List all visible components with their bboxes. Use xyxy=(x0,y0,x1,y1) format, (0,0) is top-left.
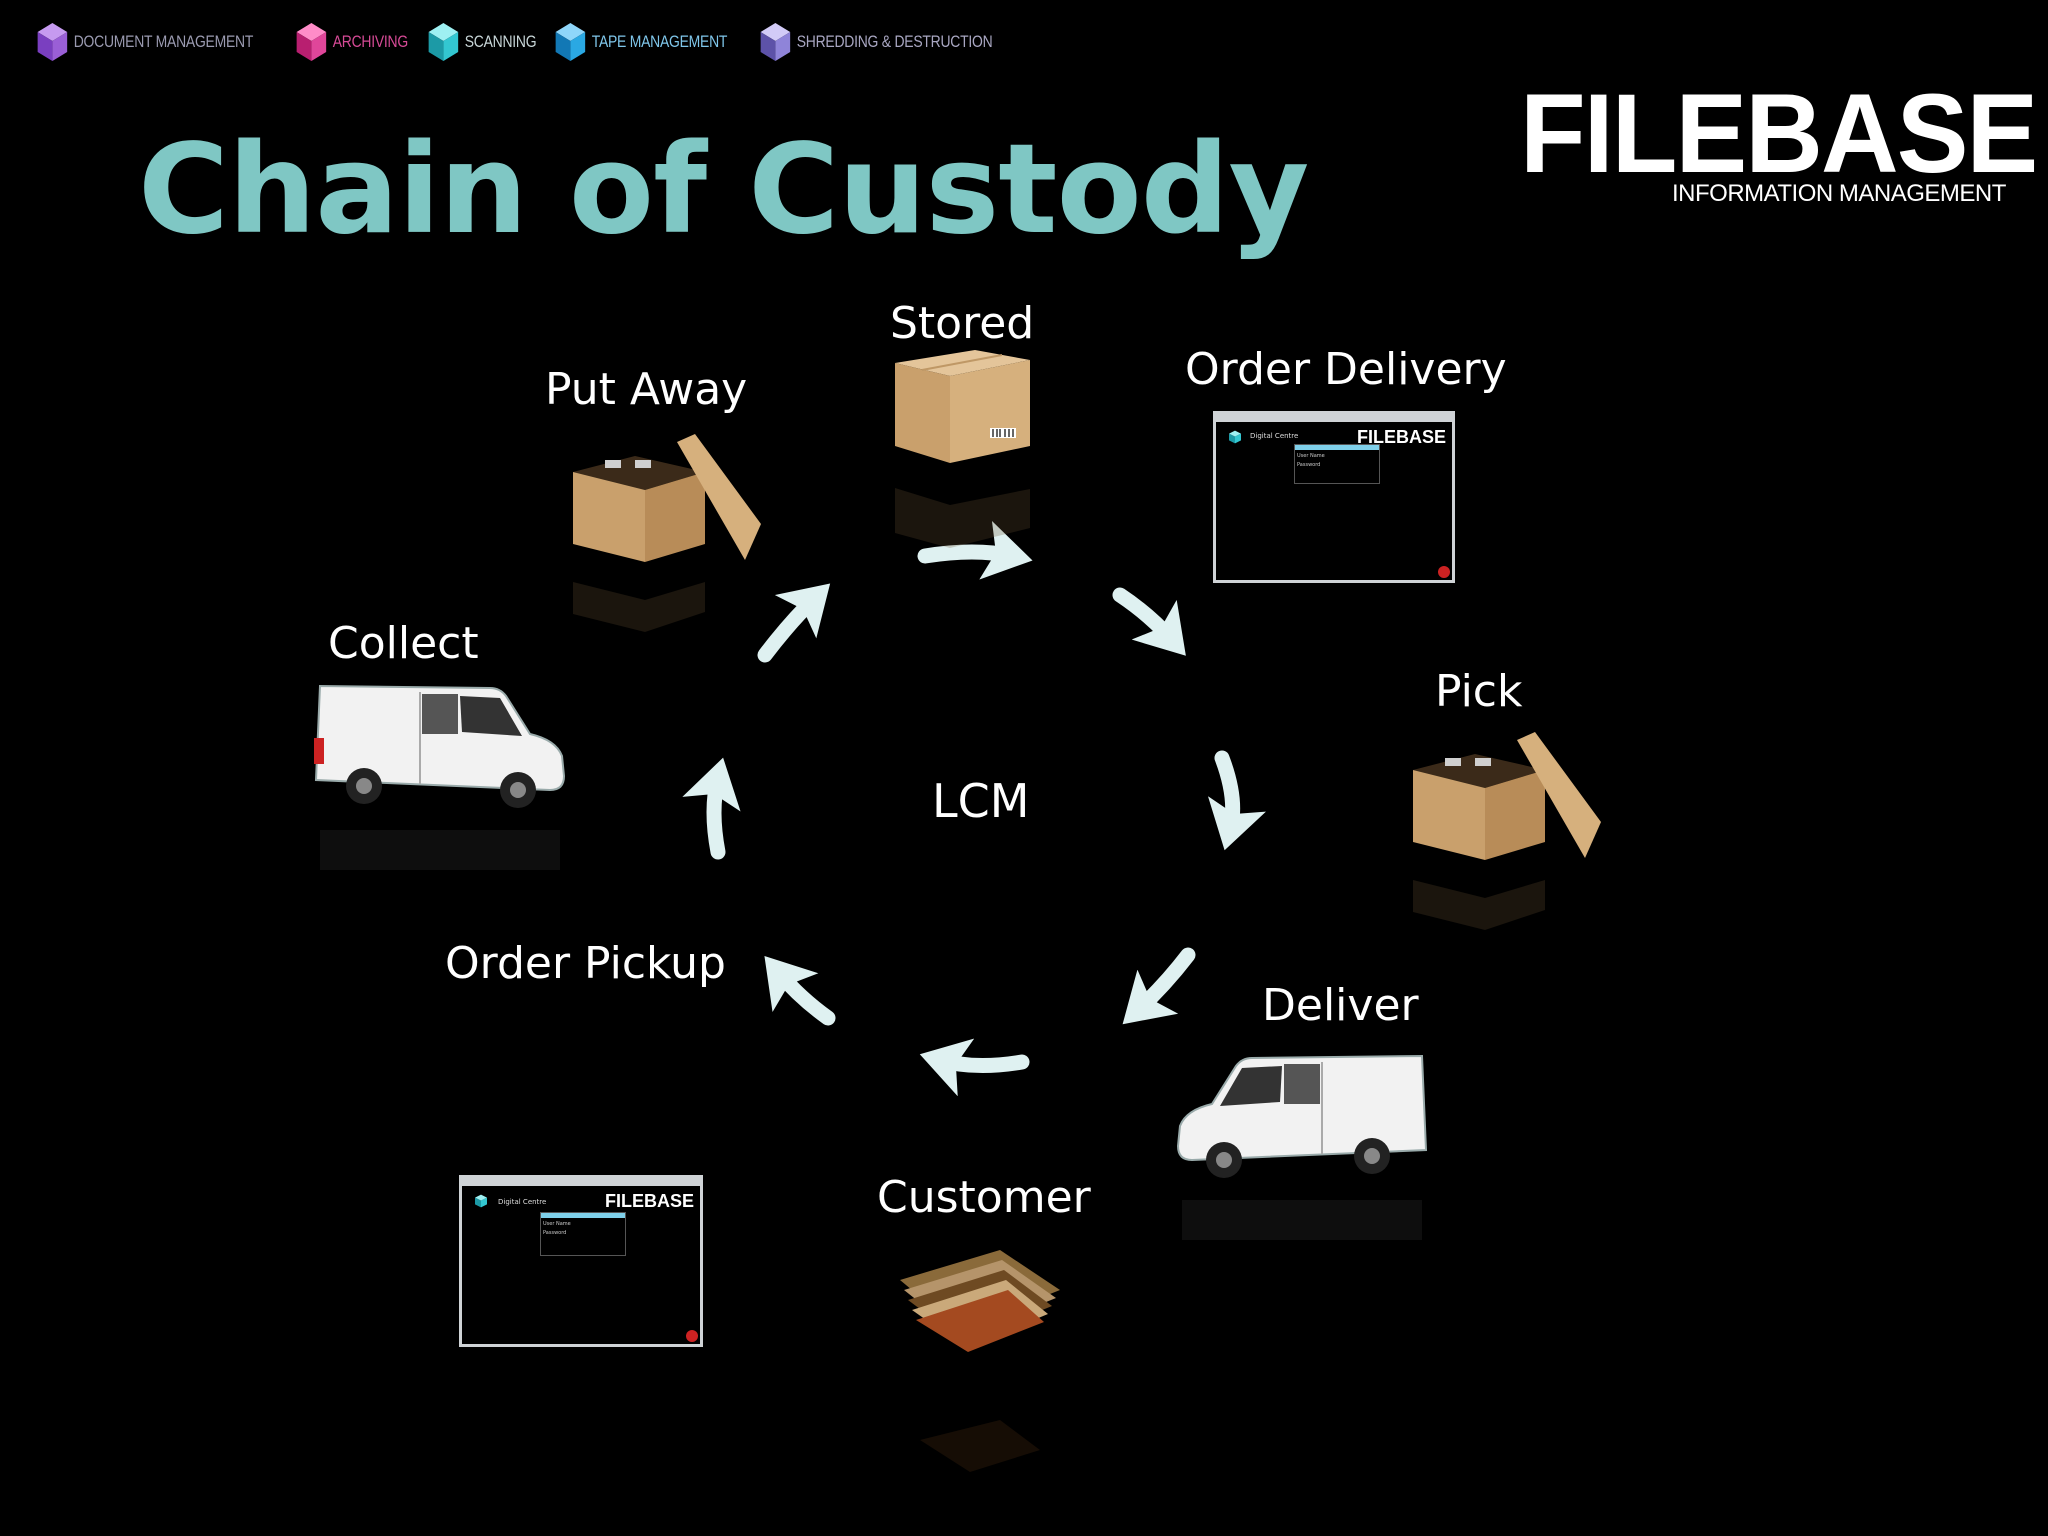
nav-shredding-destruction[interactable]: Shredding & Destruction xyxy=(759,21,993,63)
nav-label: Scanning xyxy=(464,32,536,51)
cube-icon xyxy=(555,23,586,61)
nav-label: Document Management xyxy=(73,32,254,51)
user-label: User Name xyxy=(1297,453,1325,459)
nav-scanning[interactable]: Scanning xyxy=(427,21,536,63)
service-nav: Document Management Archiving Scanning T… xyxy=(36,14,1018,70)
label-order-delivery: Order Delivery xyxy=(1185,344,1507,395)
arrow-customer-to-order-pickup xyxy=(919,1038,1030,1097)
cube-icon xyxy=(1229,430,1241,444)
box-closed-icon xyxy=(895,350,1030,548)
portal-logo: FILEBASE xyxy=(604,1191,694,1211)
center-label: LCM xyxy=(932,774,1030,828)
portal-logo: FILEBASE xyxy=(1356,427,1446,447)
nav-label: Archiving xyxy=(332,32,408,51)
box-open-icon xyxy=(1413,732,1601,930)
label-stored: Stored xyxy=(890,298,1035,349)
nav-document-management[interactable]: Document Management xyxy=(36,21,253,63)
van-icon xyxy=(1176,1054,1428,1240)
portal-title: Digital Centre xyxy=(1250,432,1299,440)
van-icon xyxy=(314,684,566,870)
arrow-order-pickup-to-collect xyxy=(764,955,836,1026)
label-order-pickup: Order Pickup xyxy=(445,938,726,989)
cube-icon xyxy=(475,1194,487,1208)
portal-screenshot: Digital Centre FILEBASE User Name Passwo… xyxy=(459,1175,703,1347)
cube-icon xyxy=(428,23,458,61)
password-label: Password xyxy=(1297,462,1321,468)
label-customer: Customer xyxy=(877,1172,1091,1223)
portal-screenshot: Digital Centre FILEBASE User Name Passwo… xyxy=(1213,411,1455,583)
password-label: Password xyxy=(543,1230,567,1236)
nav-archiving[interactable]: Archiving xyxy=(295,21,408,63)
label-put-away: Put Away xyxy=(545,364,748,415)
login-box: User Name Password xyxy=(1294,444,1380,484)
arrow-order-delivery-to-pick xyxy=(1112,587,1186,656)
cube-icon xyxy=(296,23,326,61)
nav-label: Shredding & Destruction xyxy=(796,32,993,51)
user-label: User Name xyxy=(543,1221,571,1227)
arrow-deliver-to-customer xyxy=(1122,947,1196,1025)
label-deliver: Deliver xyxy=(1262,980,1419,1031)
logo-subtitle: INFORMATION MANAGEMENT xyxy=(1672,180,2006,207)
label-collect: Collect xyxy=(328,618,479,669)
label-pick: Pick xyxy=(1435,666,1523,717)
nav-tape-management[interactable]: Tape Management xyxy=(554,21,727,63)
cube-icon xyxy=(760,23,791,61)
documents-stack-icon xyxy=(900,1250,1060,1472)
login-box: User Name Password xyxy=(540,1212,626,1256)
arrow-collect-to-put-away xyxy=(682,757,741,860)
arrow-put-away-to-stored xyxy=(757,583,831,663)
page-title: Chain of Custody xyxy=(138,118,1309,262)
nav-label: Tape Management xyxy=(591,32,728,51)
arrow-pick-to-deliver xyxy=(1207,750,1266,851)
filebase-logo: FILEBASE INFORMATION MANAGEMENT xyxy=(1520,71,2038,208)
logo-wordmark: FILEBASE xyxy=(1520,71,2038,196)
box-open-icon xyxy=(573,434,761,632)
portal-title: Digital Centre xyxy=(498,1198,547,1206)
cube-icon xyxy=(37,23,68,61)
